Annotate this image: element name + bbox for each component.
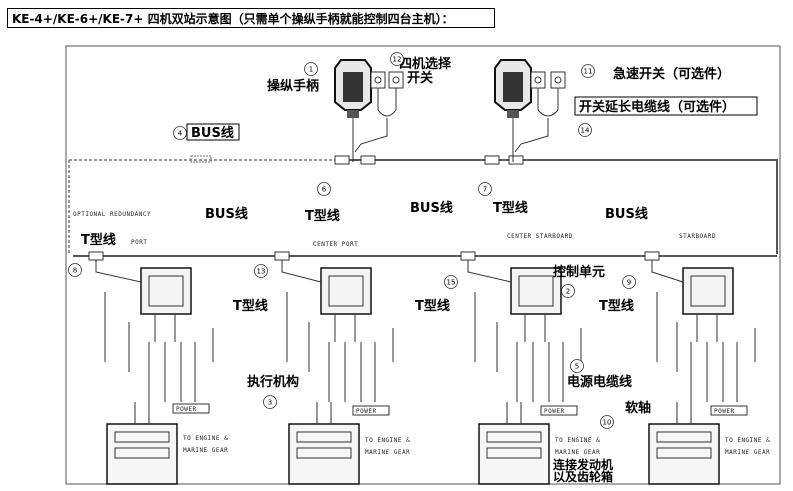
engine-select-line-2: 开关 bbox=[407, 70, 433, 86]
starboard-label: STARBOARD bbox=[679, 233, 716, 240]
control-unit-port bbox=[95, 260, 214, 402]
optional-redundancy-label: OPTIONAL REDUNDANCY bbox=[73, 211, 151, 218]
control-unit-label: 控制单元 bbox=[553, 264, 605, 280]
engine-select-switch-2 bbox=[514, 71, 566, 153]
center-starboard-label: CENTER STARBOARD bbox=[507, 233, 573, 240]
marine-gear-2: MARINE GEAR bbox=[365, 449, 410, 456]
callout-number: 15 bbox=[447, 279, 456, 287]
callout-number: 4 bbox=[178, 130, 183, 138]
actuator-4 bbox=[648, 402, 720, 485]
callout-number: 8 bbox=[73, 267, 77, 275]
power-tag-4: POWER bbox=[714, 408, 735, 415]
callout-number: 10 bbox=[603, 419, 612, 427]
callout-number: 9 bbox=[627, 279, 631, 287]
power-tag-3: POWER bbox=[544, 408, 565, 415]
callout-15: 15 bbox=[444, 275, 458, 289]
callout-14: 14 bbox=[578, 123, 592, 137]
bus-label-1: BUS线 bbox=[191, 125, 234, 141]
callout-12: 12 bbox=[390, 52, 404, 66]
connect-engine-label: 连接发动机 以及齿轮箱 bbox=[553, 457, 617, 484]
callout-number: 13 bbox=[257, 268, 266, 276]
actuator-label: 执行机构 bbox=[247, 374, 299, 390]
port-label: PORT bbox=[131, 239, 147, 246]
joystick-label: 操纵手柄 bbox=[267, 78, 319, 94]
estop-label: 急速开关（可选件） bbox=[613, 66, 730, 82]
center-port-label: CENTER PORT bbox=[313, 241, 358, 248]
power-tag-1: POWER bbox=[176, 406, 197, 413]
callout-number: 7 bbox=[483, 186, 487, 194]
bus-label-4: BUS线 bbox=[205, 206, 248, 222]
to-engine-2: TO ENGINE & bbox=[365, 437, 410, 444]
t-label-2: T型线 bbox=[493, 200, 528, 216]
marine-gear-3: MARINE GEAR bbox=[555, 449, 600, 456]
power-cable-label: 电源电缆线 bbox=[567, 374, 632, 390]
callout-13: 13 bbox=[254, 264, 268, 278]
diagram-frame bbox=[65, 45, 781, 485]
callout-number: 2 bbox=[566, 288, 570, 296]
callout-10: 10 bbox=[600, 415, 614, 429]
callout-4: 4 bbox=[173, 126, 187, 140]
engine-select-label: 四机选择 开关 bbox=[399, 56, 456, 86]
connect-engine-line-1: 连接发动机 bbox=[553, 457, 613, 472]
to-engine-1: TO ENGINE & bbox=[183, 435, 228, 442]
marine-gear-1: MARINE GEAR bbox=[183, 447, 228, 454]
bus-label-2: BUS线 bbox=[410, 200, 453, 216]
callout-7: 7 bbox=[478, 182, 492, 196]
t-label-3: T型线 bbox=[81, 232, 116, 248]
joystick-1 bbox=[334, 59, 372, 162]
callout-2: 2 bbox=[561, 284, 575, 298]
connect-engine-line-2: 以及齿轮箱 bbox=[553, 469, 613, 484]
actuator-2 bbox=[288, 402, 360, 485]
callout-number: 6 bbox=[322, 186, 327, 194]
control-unit-starboard bbox=[651, 260, 756, 402]
soft-shaft-label: 软轴 bbox=[625, 400, 651, 416]
callout-number: 14 bbox=[581, 127, 590, 135]
callout-number: 5 bbox=[575, 363, 579, 371]
t-label-6: T型线 bbox=[599, 298, 634, 314]
optional-redundancy-bus bbox=[68, 159, 335, 254]
callout-3: 3 bbox=[263, 395, 277, 409]
callout-number: 11 bbox=[584, 68, 593, 76]
t-label-1: T型线 bbox=[305, 208, 340, 224]
actuator-1 bbox=[106, 402, 178, 485]
callout-11: 11 bbox=[581, 64, 595, 78]
t-label-4: T型线 bbox=[233, 298, 268, 314]
upper-bus-line bbox=[335, 159, 778, 254]
bus-label-3: BUS线 bbox=[605, 206, 648, 222]
callout-9: 9 bbox=[622, 275, 636, 289]
switch-ext-label: 开关延长电缆线（可选件） bbox=[579, 99, 735, 115]
engine-select-line-1: 四机选择 bbox=[399, 56, 452, 72]
diagram-title: KE-4+/KE-6+/KE-7+ 四机双站示意图（只需单个操纵手柄就能控制四台… bbox=[7, 8, 495, 28]
engine-select-switch-1 bbox=[354, 71, 404, 153]
wiring-diagram: POWER POWER POWER POWER TO ENGINE & MARI… bbox=[65, 45, 781, 485]
marine-gear-4: MARINE GEAR bbox=[725, 449, 770, 456]
power-tag-2: POWER bbox=[356, 408, 377, 415]
callout-number: 1 bbox=[309, 66, 313, 74]
callout-6: 6 bbox=[317, 182, 331, 196]
callout-number: 3 bbox=[268, 399, 272, 407]
joystick-2 bbox=[494, 59, 532, 162]
callout-8: 8 bbox=[68, 263, 82, 277]
t-label-5: T型线 bbox=[415, 298, 450, 314]
to-engine-4: TO ENGINE & bbox=[725, 437, 770, 444]
control-unit-center-port bbox=[281, 260, 394, 402]
callout-number: 12 bbox=[393, 56, 402, 64]
actuator-3 bbox=[478, 402, 550, 485]
callout-markers: 1 12 11 14 4 6 7 8 13 15 9 2 5 3 10 bbox=[68, 52, 636, 429]
to-engine-3: TO ENGINE & bbox=[555, 437, 600, 444]
callout-5: 5 bbox=[570, 359, 584, 373]
power-tags: POWER POWER POWER POWER bbox=[172, 403, 748, 416]
callout-1: 1 bbox=[304, 62, 318, 76]
control-unit-center-starboard bbox=[467, 260, 582, 402]
